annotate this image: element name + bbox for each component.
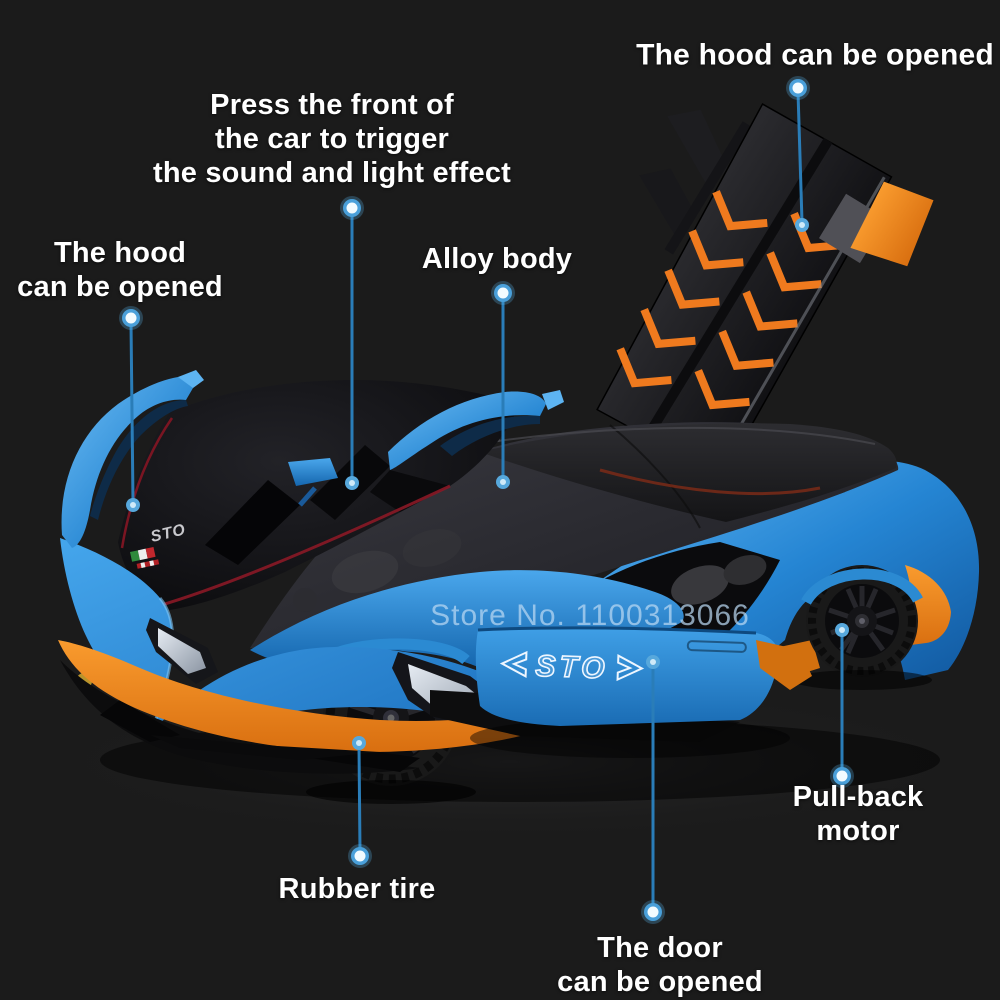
hood-left-rail — [61, 376, 194, 548]
label-hood-rear: The hood can be opened — [636, 38, 994, 72]
callout-rubber-tire-line — [348, 736, 372, 868]
label-hood-front: The hood can be opened — [17, 237, 223, 303]
engine-cover-open — [596, 103, 934, 479]
front-splitter — [58, 640, 575, 774]
callouts — [119, 76, 854, 924]
door-handle-slot — [686, 640, 747, 653]
svg-text:STO: STO — [535, 650, 609, 686]
label-press-front: Press the front of the car to trigger th… — [152, 89, 512, 189]
roof-pinstripe — [599, 468, 821, 496]
red-pinstripe-bottom — [157, 484, 451, 608]
callout-pull-back-line — [830, 623, 854, 788]
door-open: STO — [430, 626, 812, 758]
label-pull-back: Pull-back motor — [792, 781, 924, 847]
headlight-left — [146, 618, 218, 684]
side-mirror — [288, 458, 338, 507]
callout-door-line — [641, 655, 665, 924]
callout-alloy-body-line — [491, 281, 515, 489]
rear-wheel — [792, 565, 932, 690]
cover-chevrons — [616, 190, 846, 410]
callout-press-front-line — [340, 196, 364, 490]
cover-orange-tip — [850, 181, 934, 267]
italian-flag-sticker — [130, 547, 160, 569]
callout-hood-front-line — [119, 306, 143, 512]
roof — [469, 423, 897, 529]
label-rubber-tire: Rubber tire — [278, 873, 436, 906]
splitter-orange-lip — [58, 640, 575, 752]
front-hood-open — [61, 370, 564, 548]
door-sto-logo: STO — [499, 649, 645, 686]
red-pinstripe-left — [120, 417, 174, 549]
side-intake-orange — [756, 640, 812, 690]
hood-right-blade — [388, 391, 546, 470]
rear-fender-lip — [801, 568, 923, 606]
label-door: The door can be opened — [557, 932, 763, 998]
store-watermark: Store No. 1100313066 — [430, 599, 750, 632]
callout-hood-rear-line — [786, 76, 810, 232]
label-alloy-body: Alloy body — [421, 243, 573, 276]
